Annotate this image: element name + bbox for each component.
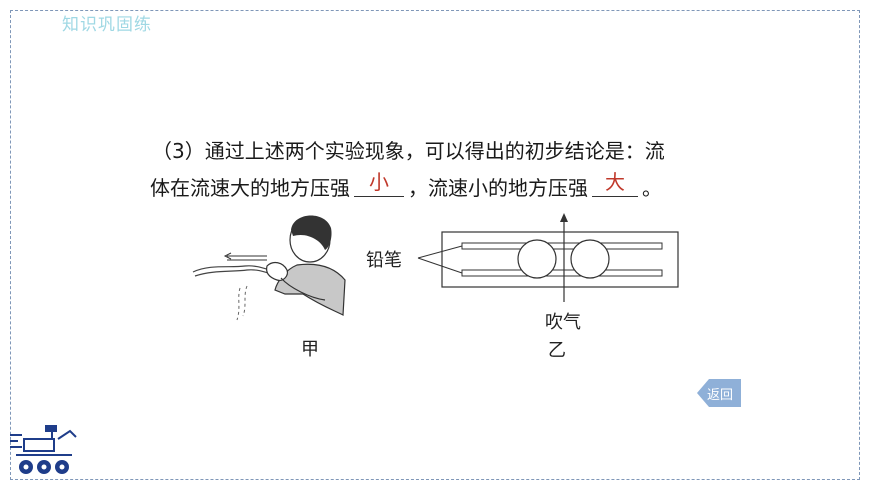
back-button-label: 返回 xyxy=(707,388,734,403)
answer-1: 小 xyxy=(369,170,389,194)
question-line-2: 体在流速大的地方压强小 ，流速小的地方压强大。 xyxy=(150,170,662,201)
question-line-1: （3）通过上述两个实验现象，可以得出的初步结论是：流 xyxy=(152,139,665,163)
answer-2: 大 xyxy=(605,170,625,194)
back-arrow-icon xyxy=(697,379,741,407)
section-title: 知识巩固练 xyxy=(62,15,152,35)
answer-blank-1: 小 xyxy=(354,170,404,197)
blow-label: 吹气 xyxy=(545,312,581,333)
rover-logo-icon xyxy=(10,425,77,474)
back-button[interactable]: 返回 xyxy=(697,379,741,407)
figure-jia-illustration xyxy=(192,215,346,321)
question-text-part-2: ，流速小的地方压强 xyxy=(408,176,588,200)
pencil-label: 铅笔 xyxy=(366,250,402,271)
figure-yi-label: 乙 xyxy=(548,340,566,361)
figure-yi-illustration xyxy=(417,213,679,302)
slide-frame xyxy=(10,10,860,480)
figure-jia-label: 甲 xyxy=(301,339,319,360)
answer-blank-2: 大 xyxy=(592,170,638,197)
question-text-part-1: 体在流速大的地方压强 xyxy=(150,176,350,200)
question-text-part-3: 。 xyxy=(642,176,662,200)
